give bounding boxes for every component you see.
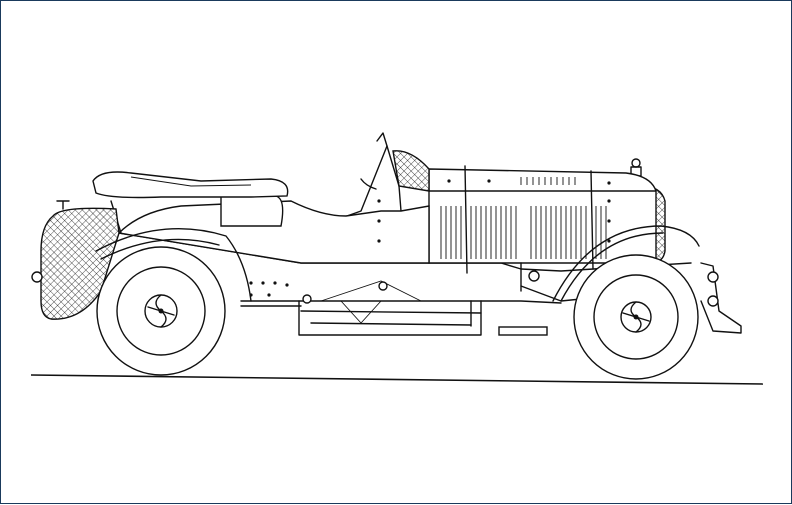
- rear-wheel: [96, 246, 226, 376]
- body: [92, 171, 430, 264]
- rear-mudguard: [95, 228, 252, 302]
- scuttle: [346, 132, 430, 217]
- front-mudguard: [552, 225, 700, 302]
- front-dumb-irons: [700, 262, 742, 334]
- bonnet-louvres: [440, 177, 607, 259]
- front-wheel: [573, 254, 699, 380]
- ground-line: [30, 374, 764, 385]
- rivets: [249, 179, 611, 297]
- bonnet: [428, 165, 657, 292]
